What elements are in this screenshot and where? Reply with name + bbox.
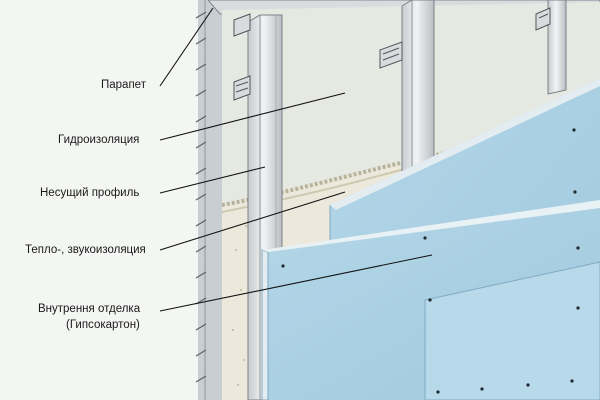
callout-parapet: Парапет (101, 79, 146, 91)
callout-waterproofing: Гидроизоляция (58, 134, 140, 146)
screw-dot-icon (281, 128, 580, 394)
steel-profile-3 (547, 0, 567, 95)
drywall-panel-front (261, 200, 600, 400)
callout-inner-finish: Внутрення отделка (38, 303, 141, 315)
leader-line-waterproofing (159, 92, 346, 141)
wall-mount-bracket-icon (233, 7, 551, 101)
leader-line-inner-finish (159, 254, 433, 312)
steel-profile-2 (401, 0, 435, 173)
leader-line-bearing-profile (159, 166, 266, 194)
leader-line-parapet (159, 7, 214, 87)
masonry-wall (195, 0, 222, 400)
callout-insulation: Тепло-, звукоизоляция (25, 244, 146, 256)
leader-line-insulation (159, 191, 346, 251)
callout-inner-finish-material: (Гипсокартон) (66, 319, 140, 331)
callout-bearing-profile: Несущий профиль (40, 187, 140, 199)
